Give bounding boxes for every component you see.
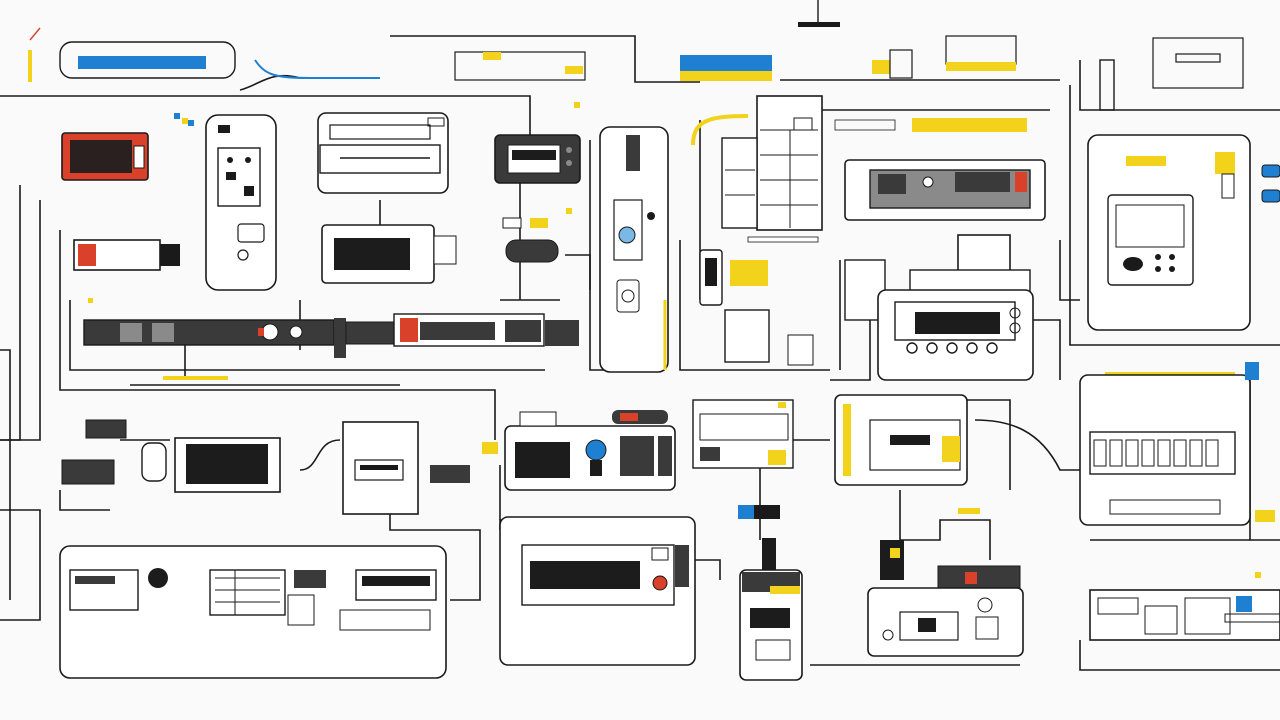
console-icon[interactable] <box>1087 134 1280 331</box>
control-panel-icon[interactable] <box>834 118 1046 221</box>
workstation-icon[interactable] <box>59 545 447 679</box>
small-module-icon <box>699 249 886 366</box>
tower-icon[interactable] <box>599 126 669 373</box>
remote-control-icon[interactable] <box>205 114 277 291</box>
dashboard-icon[interactable] <box>504 410 676 491</box>
connector-icon <box>502 217 559 263</box>
bottom-panel-icon[interactable] <box>1089 589 1280 641</box>
blue-markers <box>174 113 194 126</box>
top-strip <box>28 0 1244 111</box>
instrument-icon[interactable] <box>877 234 1034 381</box>
printer-icon[interactable] <box>317 112 449 194</box>
scanner-icon[interactable] <box>739 538 803 681</box>
wide-display-icon[interactable] <box>499 516 696 666</box>
terminal-icon[interactable] <box>494 134 581 184</box>
form-icon[interactable] <box>692 399 794 519</box>
blue-curve-wire <box>254 59 380 79</box>
accent-markers <box>88 102 1261 578</box>
document-icon[interactable] <box>342 421 498 515</box>
cable-icon[interactable] <box>83 313 579 380</box>
display-icon[interactable] <box>61 132 149 181</box>
display-icon[interactable] <box>321 224 457 284</box>
small-display-icon[interactable] <box>61 419 281 493</box>
info-panel-icon[interactable] <box>834 394 968 486</box>
printer-bottom-icon[interactable] <box>867 540 1024 657</box>
server-rack-icon[interactable] <box>691 95 823 243</box>
panel-icon[interactable] <box>1079 362 1275 526</box>
camera-icon[interactable] <box>73 239 180 271</box>
